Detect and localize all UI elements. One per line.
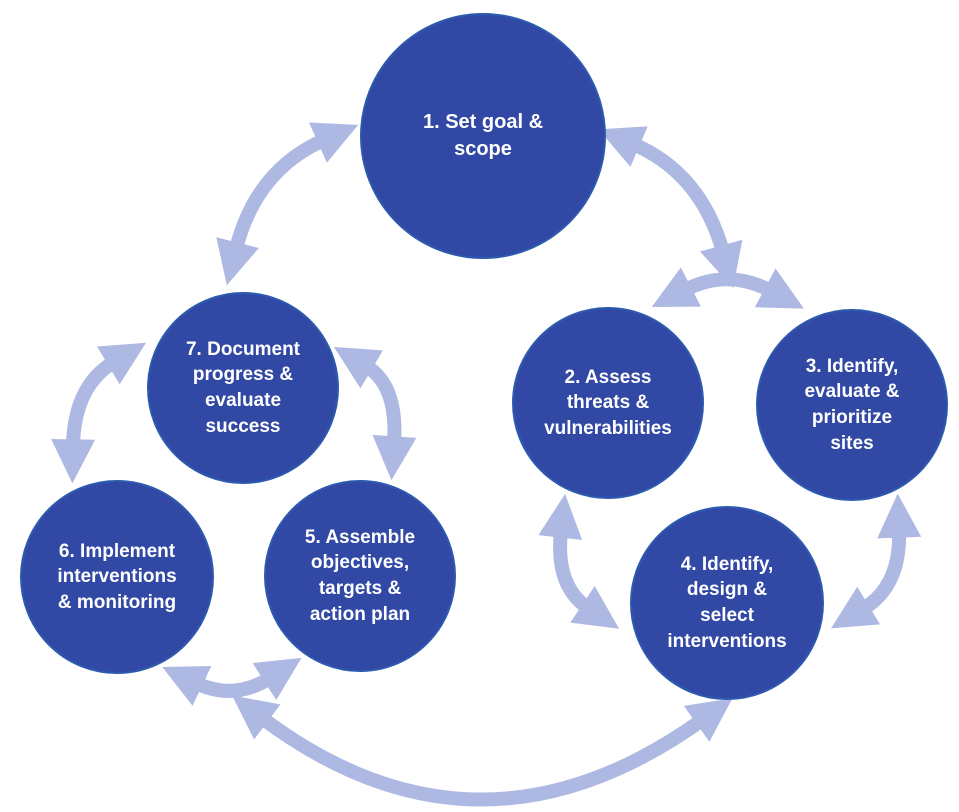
step-5-label: 5. Assemble objectives, targets & action… (304, 526, 416, 625)
step-4-label: 4. Identify, design & select interventio… (667, 553, 787, 652)
arrow-2-4-double-arrow (538, 493, 620, 629)
step-circle-6: 6. Implement interventions & monitoring (20, 480, 214, 674)
arrow-1-7-double-arrow (216, 122, 359, 286)
step-6-label: 6. Implement interventions & monitoring (57, 540, 177, 613)
step-circle-2: 2. Assess threats & vulnerabilities (512, 307, 704, 499)
step-circle-7: 7. Document progress & evaluate success (147, 292, 339, 484)
arrow-6-5-double-arrow (162, 657, 302, 706)
arrow-7-6-double-arrow (51, 342, 147, 484)
step-3-label: 3. Identify, evaluate & prioritize sites (804, 355, 900, 454)
step-7-label: 7. Document progress & evaluate success (185, 338, 301, 437)
arrow-3-4-double-arrow (831, 493, 922, 629)
step-circle-5: 5. Assemble objectives, targets & action… (264, 480, 456, 672)
step-circle-3: 3. Identify, evaluate & prioritize sites (756, 309, 948, 501)
arrow-7-5-double-arrow (333, 346, 417, 481)
arrow-2-3-double-arrow (651, 267, 804, 309)
step-circle-1: 1. Set goal & scope (360, 13, 606, 259)
step-2-label: 2. Assess threats & vulnerabilities (544, 366, 672, 439)
step-1-label: 1. Set goal & scope (422, 111, 544, 160)
arrow-bottom-56-4-double-arrow (232, 695, 733, 807)
step-circle-4: 4. Identify, design & select interventio… (630, 506, 824, 700)
arrow-1-23-double-arrow (598, 126, 743, 289)
